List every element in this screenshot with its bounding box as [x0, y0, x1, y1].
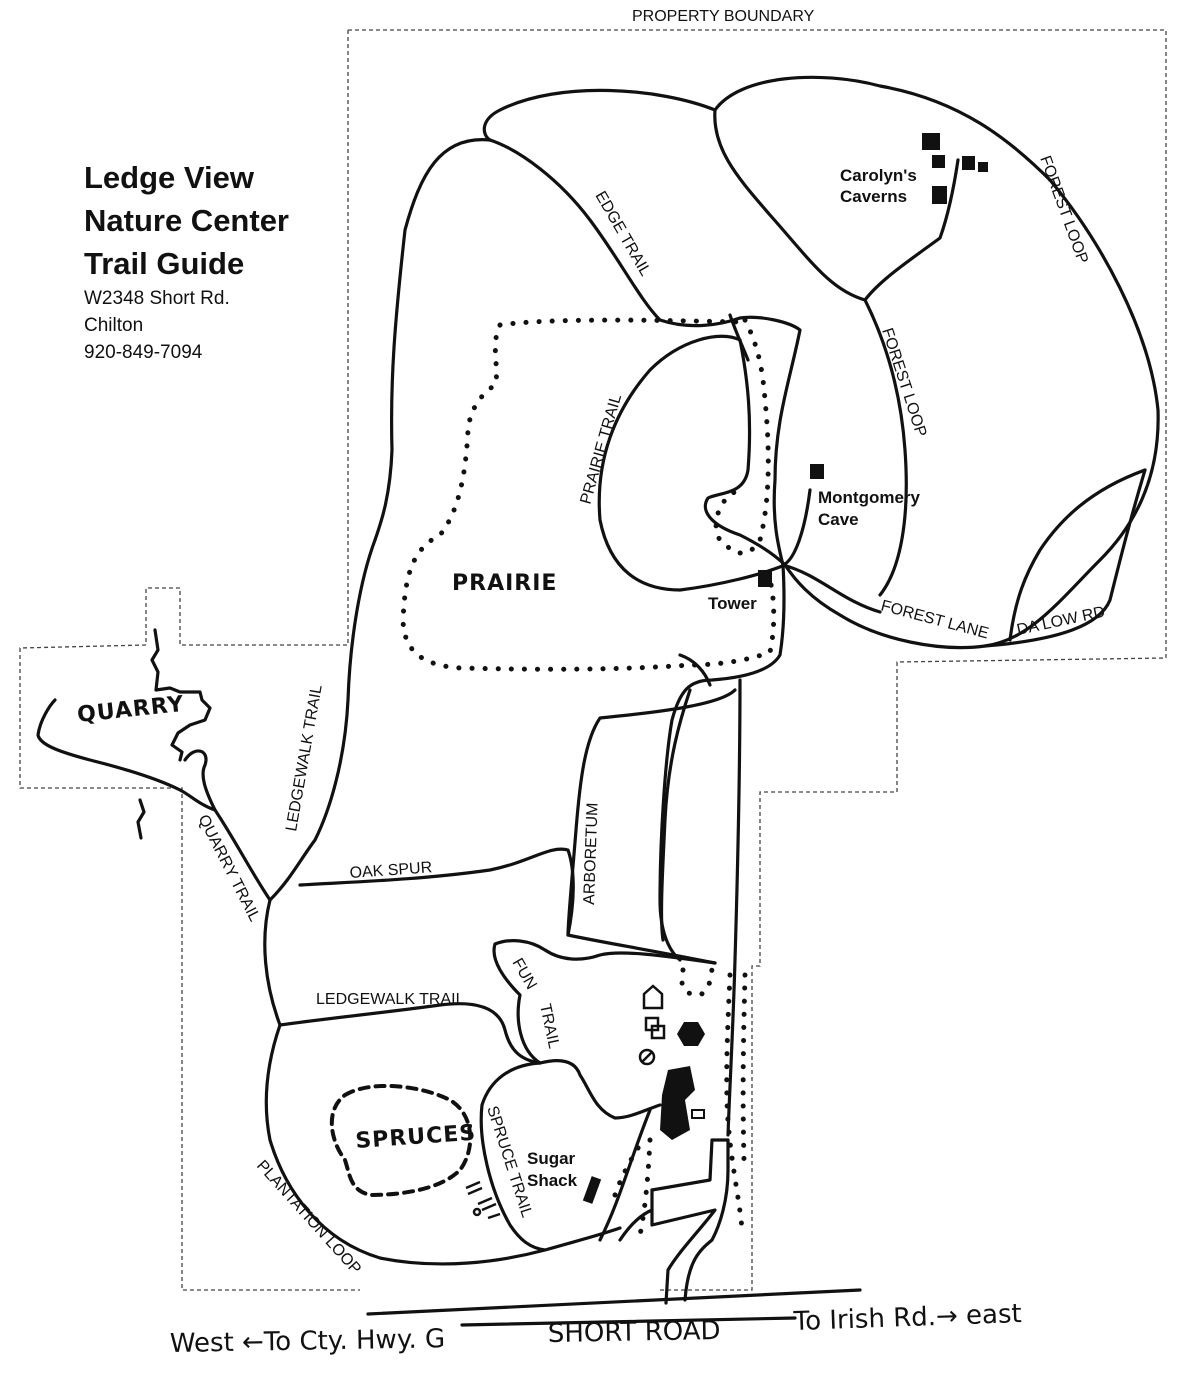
spruces-area-label: SPRUCES	[355, 1121, 477, 1154]
picnic-table-icon	[644, 1016, 666, 1040]
entrance-dotted	[612, 1137, 653, 1238]
title-line-2: Nature Center	[84, 203, 289, 238]
short-road-label: SHORT ROAD	[548, 1316, 721, 1349]
hexagon-icon	[677, 1022, 705, 1046]
phone-line: 920-849-7094	[84, 342, 203, 363]
sugar-shack-label-1: Sugar	[527, 1149, 576, 1168]
title-line-3: Trail Guide	[84, 246, 245, 281]
prairie-trail	[597, 334, 787, 592]
prairie-trail-label: PRAIRIE TRAIL	[578, 392, 626, 506]
east-dotted-path	[679, 962, 748, 1233]
house-icon	[642, 984, 664, 1010]
no-entry-icon	[638, 1048, 656, 1066]
title-line-1: Ledge View	[84, 160, 254, 195]
quarry-trail	[183, 749, 272, 902]
oak-spur-trail	[298, 847, 575, 937]
building-icon	[582, 133, 988, 1204]
carolyns-caverns-label-2: Caverns	[840, 187, 907, 206]
trail-guide-title-block: Ledge View Nature Center Trail Guide W23…	[84, 156, 289, 366]
oak-spur-label: OAK SPUR	[349, 859, 433, 882]
tower-label: Tower	[708, 594, 757, 613]
da-low-rd-trail	[983, 468, 1147, 648]
forest-loop-trail	[713, 75, 1160, 650]
ledgewalk-trail-lower	[278, 1002, 542, 1065]
address-line: W2348 Short Rd.	[84, 288, 230, 309]
ledgewalk-trail-upper	[268, 538, 377, 902]
ledgewalk-trail-upper-label: LEDGEWALK TRAIL	[283, 683, 326, 832]
ledgewalk-trail-lower-label: LEDGEWALK TRAIL	[316, 991, 465, 1008]
plantation-loop-label: PLANTATION LOOP	[253, 1157, 364, 1278]
prairie-dotted-trail	[400, 317, 777, 672]
forest-loop-label-mid: FOREST LOOP	[878, 326, 929, 439]
fun-trail-label-2: TRAIL	[536, 1002, 562, 1050]
forest-lane-label: FOREST LANE	[879, 597, 990, 642]
property-boundary	[19, 29, 1167, 1291]
east-direction-label: To Irish Rd.→ east	[792, 1299, 1022, 1337]
city-line: Chilton	[84, 315, 144, 336]
west-direction-label: West ←To Cty. Hwy. G	[170, 1324, 446, 1359]
montgomery-cave-label-1: Montgomery	[818, 488, 921, 507]
arboretum-label: ARBORETUM	[581, 802, 602, 905]
carolyns-caverns-label-1: Carolyn's	[840, 166, 917, 185]
forest-loop-label-east: FOREST LOOP	[1036, 154, 1091, 266]
sugar-shack-label-2: Shack	[527, 1171, 578, 1190]
bench-icons	[465, 1180, 501, 1220]
montgomery-cave-label-2: Cave	[818, 510, 859, 529]
quarry-edge	[136, 628, 212, 840]
spruces-outline	[329, 1084, 473, 1198]
spruce-trail	[264, 1023, 662, 1266]
quarry-area-label: QUARRY	[76, 692, 186, 728]
property-boundary-label: PROPERTY BOUNDARY	[632, 8, 815, 25]
prairie-area-label: PRAIRIE	[452, 571, 557, 596]
fun-trail	[492, 939, 717, 1065]
short-road	[366, 1288, 862, 1316]
